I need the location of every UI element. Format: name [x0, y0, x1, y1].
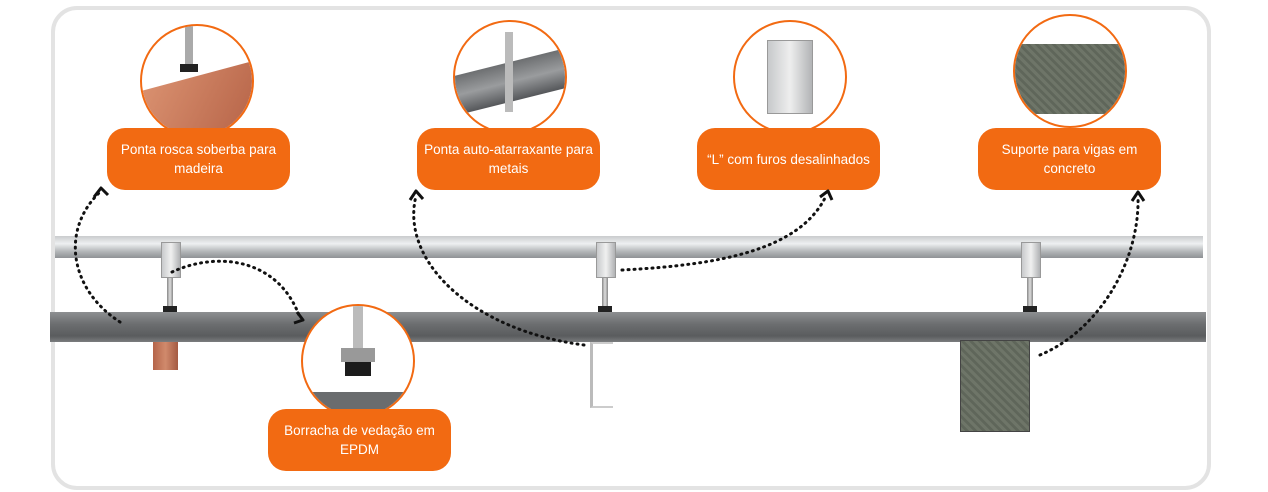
epdm-washer-1 [163, 306, 177, 312]
wood-beam [153, 342, 178, 370]
screw-3 [1027, 278, 1033, 308]
label-concrete-support: Suporte para vigas em concreto [978, 128, 1161, 190]
l-bracket-1 [161, 242, 181, 278]
epdm-washer-3 [1023, 306, 1037, 312]
label-epdm: Borracha de vedação em EPDM [268, 409, 451, 471]
diagram-frame [51, 6, 1211, 490]
concrete-beam [960, 340, 1030, 432]
arrow-l-bracket [620, 194, 828, 272]
l-bracket-3 [1021, 242, 1041, 278]
arrow-epdm [170, 259, 302, 320]
l-bracket-2 [596, 242, 616, 278]
concrete-support-detail [1013, 14, 1127, 128]
epdm-washer-2 [598, 306, 612, 312]
metal-c-profile [590, 342, 613, 408]
arrow-concrete [1038, 194, 1140, 357]
label-l-bracket: “L” com furos desalinhados [697, 128, 880, 190]
arrow-wood [73, 190, 122, 324]
top-rail [55, 236, 1203, 258]
arrow-metal [412, 194, 586, 347]
screw-1 [167, 278, 173, 308]
label-wood-screw: Ponta rosca soberba para madeira [107, 128, 290, 190]
metal-screw-detail [453, 20, 567, 134]
wood-screw-detail [140, 24, 254, 138]
bottom-purlin [50, 312, 1206, 342]
label-metal-screw: Ponta auto-atarraxante para metais [417, 128, 600, 190]
screw-2 [602, 278, 608, 308]
epdm-washer-detail [301, 304, 415, 418]
